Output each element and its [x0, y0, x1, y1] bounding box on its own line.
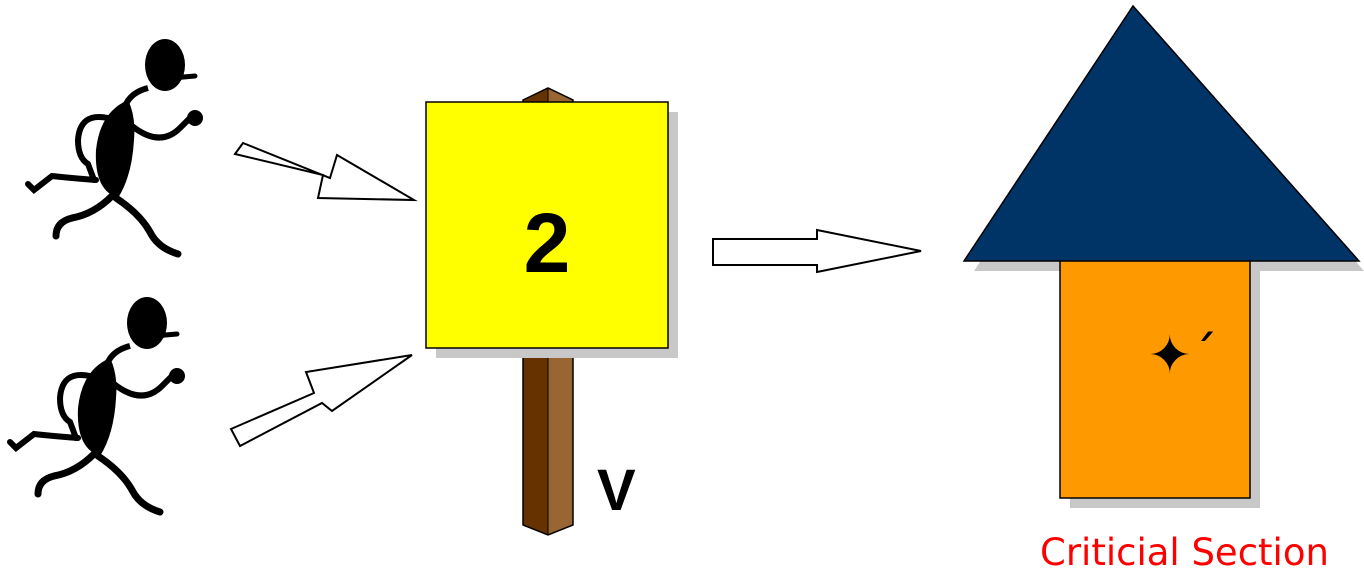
running-person-icon — [7, 297, 185, 516]
hollow-arrow-icon — [229, 354, 413, 448]
critical-section-house: ✦´ — [962, 4, 1364, 508]
house-marks: ✦´ — [1148, 326, 1218, 386]
running-person-icon — [25, 39, 203, 258]
semaphore-value: 2 — [524, 196, 571, 290]
house-roof — [962, 4, 1361, 262]
semaphore-name: V — [597, 458, 636, 523]
house-body — [1059, 259, 1251, 499]
hollow-arrow-icon — [712, 228, 922, 274]
critical-section-caption: Criticial Section — [1040, 531, 1329, 574]
semaphore-sign: 2 — [425, 101, 678, 358]
hollow-arrow-icon — [233, 141, 418, 202]
